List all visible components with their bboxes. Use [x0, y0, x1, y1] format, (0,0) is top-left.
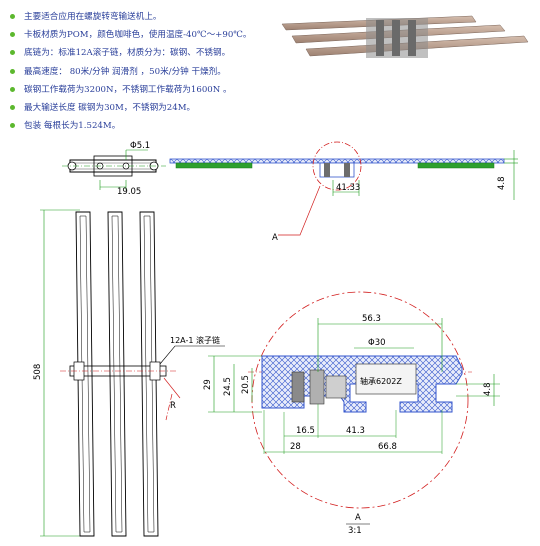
- dim-24-5: 24.5: [223, 377, 233, 396]
- bullet-dot-icon: [10, 50, 15, 56]
- dim-4-8: 4.8: [483, 382, 493, 396]
- spec-text: 包装 每根长为1.524M。: [24, 121, 121, 132]
- spec-text: 碳钢工作载荷为3200N，不锈钢工作载荷为1600N 。: [24, 84, 232, 95]
- pitch-label: 19.05: [117, 187, 141, 197]
- view-scale: 3:1: [348, 526, 362, 536]
- spec-item: 最高速度： 80米/分钟 润滑剂 ，50米/分钟 干燥剂。: [8, 63, 278, 81]
- side-width-label: 41.33: [336, 183, 360, 193]
- detail-ref-label: A: [272, 233, 278, 243]
- spec-text: 主要适合应用在螺旋转弯输送机上。: [24, 12, 162, 22]
- bullet-dot-icon: [10, 123, 15, 129]
- bullet-dot-icon: [10, 86, 15, 92]
- spec-item: 碳钢工作载荷为3200N，不锈钢工作载荷为1600N 。: [8, 81, 278, 99]
- bullet-dot-icon: [10, 14, 15, 19]
- side-view: 41.33 4.8 A: [169, 141, 518, 243]
- length-label: 508: [33, 364, 43, 380]
- bullet-dot-icon: [10, 32, 15, 38]
- spec-item: 最大输送长度 碳钢为30M，不锈钢为24M。: [8, 99, 278, 117]
- view-name: A: [355, 513, 361, 523]
- dim-29: 29: [203, 379, 213, 390]
- spec-text: 底链为：标准12A滚子链，材质分为：碳钢、不锈钢。: [24, 48, 231, 59]
- spec-item: 主要适合应用在螺旋转弯输送机上。: [8, 8, 278, 26]
- dim-66-8: 66.8: [378, 442, 397, 452]
- spec-text: 卡板材质为POM，颜色咖啡色，使用温度-40℃～+90℃。: [24, 30, 252, 41]
- bullet-dot-icon: [10, 68, 15, 74]
- bullet-dot-icon: [10, 105, 15, 111]
- dim-dia-30: Φ30: [368, 338, 386, 348]
- dim-28: 28: [290, 442, 301, 452]
- dim-56-3: 56.3: [362, 314, 381, 324]
- dim-20-5: 20.5: [241, 375, 251, 394]
- dim-41-3: 41.3: [346, 426, 365, 436]
- radius-label: R: [170, 401, 176, 411]
- spec-item: 底链为：标准12A滚子链，材质分为：碳钢、不锈钢。: [8, 44, 278, 62]
- front-chain-view: Φ5.1 19.05: [62, 141, 166, 197]
- pin-diameter-label: Φ5.1: [130, 141, 150, 151]
- side-height-label: 4.8: [497, 176, 507, 190]
- spec-item: 包装 每根长为1.524M。: [8, 117, 278, 135]
- bearing-label: 轴承6202Z: [360, 376, 402, 386]
- dim-16-5: 16.5: [296, 426, 315, 436]
- chain-label: 12A-1 滚子链: [170, 335, 220, 345]
- spec-item: 卡板材质为POM，颜色咖啡色，使用温度-40℃～+90℃。: [8, 26, 278, 44]
- top-view: 508 12A-1 滚子链 R: [33, 209, 225, 537]
- product-photo: [272, 5, 536, 75]
- detail-a-view: 轴承6202Z 56.3 Φ30 29 24.5 20.5 4.8 16.5 4…: [203, 291, 500, 536]
- spec-list: 主要适合应用在螺旋转弯输送机上。 卡板材质为POM，颜色咖啡色，使用温度-40℃…: [8, 8, 278, 135]
- spec-text: 最大输送长度 碳钢为30M，不锈钢为24M。: [24, 103, 196, 114]
- spec-text: 最高速度： 80米/分钟 润滑剂 ，50米/分钟 干燥剂。: [24, 66, 226, 77]
